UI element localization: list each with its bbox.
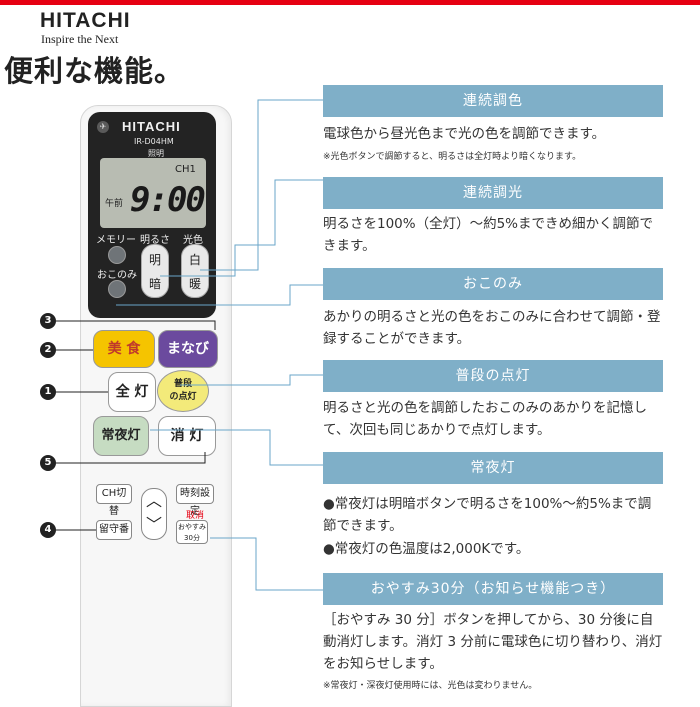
marker-1: 1 [40,384,56,400]
chevron-up-icon: ︿ [145,491,162,510]
color-rocker[interactable]: 白 暖 [181,244,209,298]
feature-note-color: ※光色ボタンで調節すると、明るさは全灯時より暗くなります。 [323,152,582,162]
marker-2: 2 [40,342,56,358]
feature-desc2-joyato: ●常夜灯の色温度は2,000Kです。 [323,541,530,557]
up-down-rocker[interactable]: ︿﹀ [141,488,167,540]
lcd-channel: CH1 [175,164,196,175]
color-warm-label: 暖 [188,277,201,291]
lcd-ampm: 午前 [105,199,124,209]
ch-switch-button[interactable]: CH切替 [96,484,132,517]
callout-line-okonomi [116,284,323,306]
manabi-button[interactable]: まなび [158,330,218,368]
top-accent-bar [0,0,700,5]
brand-tagline: Inspire the Next [41,32,119,46]
marker-line-5 [56,452,206,464]
feature-desc-joyato: ●常夜灯は明暗ボタンで明るさを100%～約5%まで調節できます。 [323,496,652,534]
marker-5: 5 [40,455,56,471]
lcd-time: 9:00 [130,180,206,220]
brightness-rocker[interactable]: 明 暗 [141,244,169,298]
feature-desc-okonomi: あかりの明るさと光の色をおこのみに合わせて調節・登録することができます。 [323,309,661,347]
feature-note-oyasumi: ※常夜灯・深夜灯使用時には、光色は変わりません。 [323,681,538,691]
brand-logo: HITACHI Inspire the Next [40,9,131,47]
remote-model: IR-D04HM [134,137,174,146]
feature-title-fudan: 普段の点灯 [323,360,663,392]
brightness-up-label: 明 [148,253,161,267]
torikeshi-label: 取消 [186,511,205,521]
callout-line-fudan [180,374,323,386]
label-brightness: 明るさ [140,235,170,246]
joyato-button[interactable]: 常夜灯 [93,416,149,456]
brightness-down-label: 暗 [148,277,161,291]
feature-desc-color: 電球色から昼光色まで光の色を調節できます。 [323,126,606,142]
label-okonomi: おこのみ [97,270,137,281]
oyasumi30-button[interactable]: おやすみ 30分 [176,520,208,544]
callout-line-oyasumi [210,537,323,591]
feature-title-okonomi: おこのみ [323,268,663,300]
feature-desc-brightness: 明るさを100%（全灯）～約5%まできめ細かく調節できます。 [323,216,654,254]
okonomi-button[interactable] [108,280,126,298]
feature-title-oyasumi: おやすみ30分（お知らせ機能つき） [323,573,663,605]
chevron-down-icon: ﹀ [145,515,162,534]
rusuban-button[interactable]: 留守番 [96,520,132,540]
callout-line-brightness [160,179,323,277]
remote-brand: HITACHI [122,119,181,134]
ir-sensor-icon: ✈ [97,121,109,133]
feature-desc-oyasumi: ［おやすみ 30 分］ボタンを押してから、30 分後に自動消灯します。消灯 3 … [323,612,663,672]
bishoku-button[interactable]: 美 食 [93,330,155,368]
memory-button[interactable] [108,246,126,264]
feature-title-color: 連続調色 [323,85,663,117]
color-white-label: 白 [188,253,201,267]
marker-4: 4 [40,522,56,538]
zentou-button[interactable]: 全 灯 [108,372,156,412]
feature-desc-fudan: 明るさと光の色を調節したおこのみのあかりを記憶して、次回も同じあかりで点灯します… [323,400,647,438]
marker-line-3 [56,320,216,330]
fudan-button[interactable]: 普段 の点灯 [157,370,209,412]
callout-line-color [200,99,323,271]
label-memory: メモリー [96,235,136,246]
time-set-button[interactable]: 時刻設定 [176,484,214,517]
page-title: 便利な機能。 [4,54,185,88]
brand-wordmark: HITACHI [40,9,131,32]
callout-line-joyato [150,429,323,466]
label-color: 光色 [183,235,203,246]
feature-title-brightness: 連続調光 [323,177,663,209]
shoto-button[interactable]: 消 灯 [158,416,216,456]
feature-title-joyato: 常夜灯 [323,452,663,484]
lcd-display: CH1 午前 9:00 [100,158,206,228]
marker-3: 3 [40,313,56,329]
remote-mode-label: 照明 [148,149,164,158]
